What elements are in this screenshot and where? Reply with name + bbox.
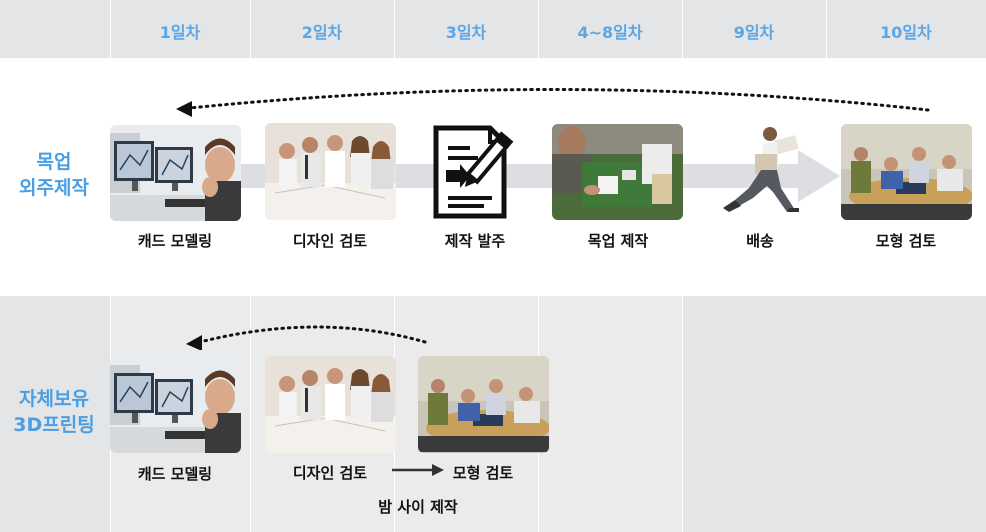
col-divider [682,0,683,58]
design-review-photo [265,123,396,220]
overnight-arrow [392,464,444,476]
day-header-2: 2일차 [301,23,343,42]
day-header-1: 1일차 [159,23,201,42]
overnight-note: 밤 사이 제작 [378,498,458,516]
col-divider [826,0,827,58]
cad-workstation-photo [110,125,241,221]
document-pen-icon [433,125,514,219]
inhouse-label-line2: 3D프린팅 [13,414,95,436]
outsourcing-row-label: 목업 외주제작 [0,149,108,201]
inhouse-step-label-cad: 캐드 모델링 [137,465,213,483]
step-label-order: 제작 발주 [444,232,506,250]
inhouse-label-line1: 자체보유 [19,388,89,410]
col-divider [394,0,395,58]
col-divider [538,0,539,58]
delivery-man-icon [723,127,799,212]
step-label-cad: 캐드 모델링 [137,232,213,250]
outsourcing-label-line1: 목업 [36,151,72,173]
cad-workstation-photo [110,357,241,453]
inhouse-row-label: 자체보유 3D프린팅 [0,386,108,438]
model-review-photo [418,356,549,453]
step-label-design-review: 디자인 검토 [292,232,368,250]
step-label-delivery: 배송 [746,232,774,250]
day-header-9: 9일차 [733,23,775,42]
inhouse-step-label-model-review: 모형 검토 [452,464,514,482]
day-header-10: 10일차 [880,23,932,42]
inhouse-step-label-design-review: 디자인 검토 [292,464,368,482]
day-header-4-8: 4~8일차 [577,23,643,42]
step-label-model-review: 모형 검토 [875,232,937,250]
return-arrow-inhouse [186,325,427,350]
model-review-photo [841,124,972,220]
timeline-header-band [0,0,986,58]
return-arrow-outsourcing [176,88,930,117]
step-label-mockup: 목업 제작 [587,232,649,250]
mockup-making-photo [552,124,683,220]
design-review-photo [265,356,396,453]
col-divider [250,296,251,532]
day-header-3: 3일차 [445,23,487,42]
col-divider [682,296,683,532]
outsourcing-label-line2: 외주제작 [19,177,89,199]
col-divider [250,0,251,58]
col-divider [110,0,111,58]
flow-arrow [238,150,840,202]
